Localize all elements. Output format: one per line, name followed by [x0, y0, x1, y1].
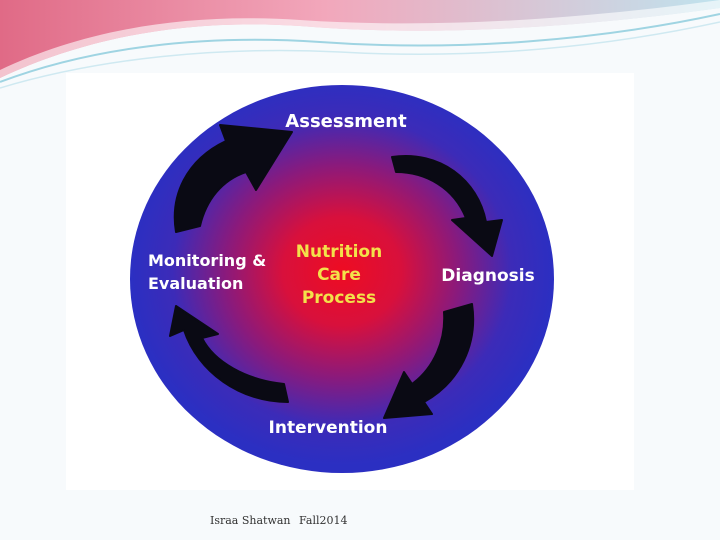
stage-monitoring-label: Monitoring &	[148, 251, 266, 270]
arrow-to-intervention-icon	[383, 303, 475, 419]
stage-intervention-label: Intervention	[269, 418, 388, 438]
header-swoosh-decoration	[0, 0, 720, 89]
arrow-to-assessment-icon	[173, 124, 293, 233]
footer-term: Fall2014	[299, 514, 348, 527]
arrow-to-diagnosis-icon	[391, 155, 503, 257]
center-label-nutrition: Nutrition	[296, 242, 382, 262]
arrow-to-monitoring-icon	[169, 305, 289, 403]
center-label-care: Care	[317, 265, 361, 285]
footer-author: Israa Shatwan	[210, 514, 291, 527]
stage-diagnosis-label: Diagnosis	[441, 266, 534, 286]
center-label-process: Process	[302, 288, 376, 308]
stage-evaluation-label: Evaluation	[148, 274, 243, 293]
stage-assessment-label: Assessment	[285, 111, 407, 132]
